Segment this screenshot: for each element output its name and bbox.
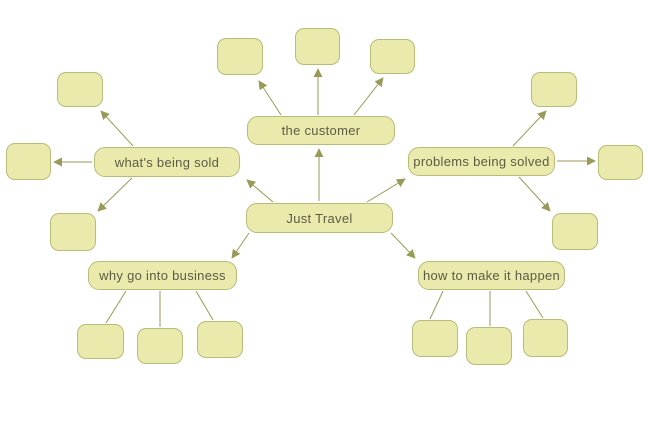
connector-whats-child-1: [100, 110, 134, 147]
child-node-how-2[interactable]: [466, 327, 512, 365]
node-whats-being-sold[interactable]: what's being sold: [94, 147, 240, 177]
child-node-why-2[interactable]: [137, 328, 183, 364]
connector-why-child-3: [195, 290, 214, 321]
child-node-how-3[interactable]: [523, 319, 568, 357]
child-node-customer-2[interactable]: [295, 28, 340, 65]
node-just-travel[interactable]: Just Travel: [246, 203, 393, 233]
connector-why-child-1: [105, 290, 127, 324]
child-node-how-1[interactable]: [412, 320, 458, 357]
child-node-why-3[interactable]: [197, 321, 243, 358]
connector-how-child-3: [525, 290, 544, 319]
connector-problems-child-1: [512, 110, 547, 147]
connector-center-to-whats-being-sold: [246, 179, 274, 203]
child-node-problems-3[interactable]: [552, 213, 598, 250]
child-node-why-1[interactable]: [77, 324, 124, 359]
node-how-to-make-it-happen[interactable]: how to make it happen: [418, 261, 565, 290]
node-the-customer[interactable]: the customer: [247, 116, 395, 145]
connector-center-to-why-go: [231, 232, 250, 259]
connector-problems-child-3: [518, 176, 551, 212]
child-node-customer-3[interactable]: [370, 39, 415, 74]
child-node-problems-2[interactable]: [598, 145, 643, 180]
connector-whats-child-3: [97, 177, 133, 212]
child-node-whats-1[interactable]: [57, 72, 103, 107]
child-node-customer-1[interactable]: [217, 38, 263, 75]
child-node-whats-2[interactable]: [6, 143, 51, 180]
connector-customer-child-3: [353, 77, 384, 116]
child-node-whats-3[interactable]: [50, 213, 96, 251]
child-node-problems-1[interactable]: [531, 72, 577, 107]
connector-center-to-problems: [366, 178, 406, 203]
connector-how-child-1: [429, 290, 444, 320]
connector-center-to-how-to: [390, 232, 416, 259]
connector-customer-child-1: [258, 80, 282, 116]
node-problems-being-solved[interactable]: problems being solved: [408, 147, 555, 176]
node-why-go-into-business[interactable]: why go into business: [88, 261, 237, 290]
